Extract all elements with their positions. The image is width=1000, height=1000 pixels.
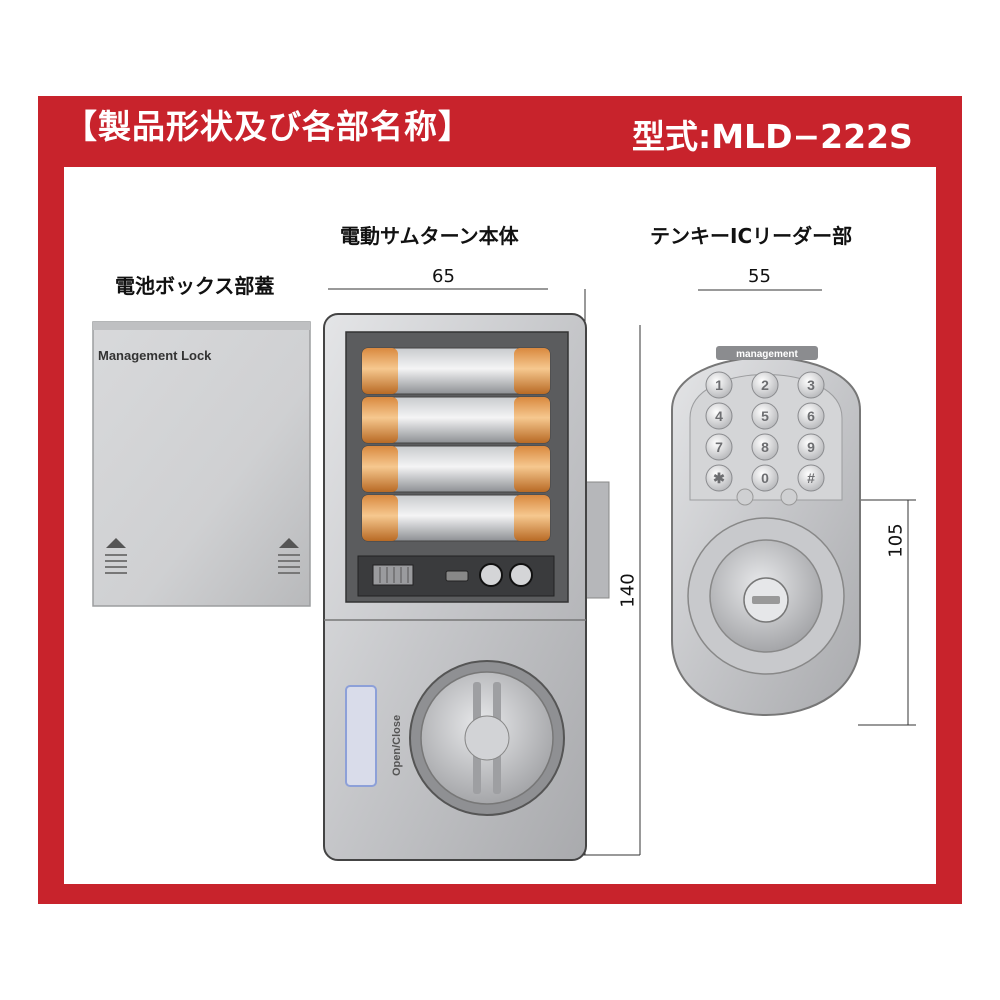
setting-button[interactable] bbox=[479, 563, 503, 587]
setting-button[interactable] bbox=[509, 563, 533, 587]
keypad-key[interactable] bbox=[797, 464, 825, 492]
keypad-key[interactable] bbox=[705, 371, 733, 399]
reader-brand-text: management bbox=[736, 349, 798, 360]
arrow-up-icon bbox=[279, 538, 299, 548]
battery-cover-label: 電池ボックス部蓋 bbox=[115, 274, 275, 298]
keypad-key-label: 0 bbox=[761, 470, 769, 486]
keypad-key-label: 3 bbox=[807, 377, 815, 393]
battery-stack bbox=[361, 347, 551, 542]
keypad-key-label: 1 bbox=[715, 377, 723, 393]
keypad-key-label: 7 bbox=[715, 439, 723, 455]
thumb-turn-body bbox=[323, 313, 610, 861]
indicator-led bbox=[780, 488, 798, 506]
keypad-key-label: 9 bbox=[807, 439, 815, 455]
battery bbox=[361, 494, 551, 542]
page-title: 【製品形状及び各部名称】 bbox=[64, 107, 472, 146]
keypad-key-label: 6 bbox=[807, 408, 815, 424]
keypad-key-label: # bbox=[807, 470, 815, 486]
keypad-key[interactable] bbox=[705, 464, 733, 492]
dip-switch[interactable] bbox=[372, 564, 414, 586]
open-close-button[interactable] bbox=[345, 685, 377, 787]
keypad-key-label: 8 bbox=[761, 439, 769, 455]
keypad-key[interactable] bbox=[705, 433, 733, 461]
keypad-key[interactable] bbox=[797, 433, 825, 461]
keypad-key[interactable] bbox=[705, 402, 733, 430]
keypad-key[interactable] bbox=[797, 371, 825, 399]
cover-brand-text: Management Lock bbox=[98, 348, 212, 363]
battery bbox=[361, 347, 551, 395]
keypad-key-label: 5 bbox=[761, 408, 769, 424]
keypad-key-label: 4 bbox=[715, 408, 723, 424]
keypad-key[interactable] bbox=[751, 464, 779, 492]
keypad: 1 2 3 4 5 6 7 8 9 ✱ 0 # bbox=[705, 371, 825, 492]
arrow-up-icon bbox=[106, 538, 126, 548]
usb-port[interactable] bbox=[445, 570, 469, 582]
keypad-reader bbox=[671, 346, 861, 716]
battery bbox=[361, 445, 551, 493]
battery-cover bbox=[92, 321, 311, 607]
battery bbox=[361, 396, 551, 444]
open-close-label: Open/Close bbox=[391, 715, 403, 776]
keypad-key[interactable] bbox=[797, 402, 825, 430]
keypad-key[interactable] bbox=[751, 433, 779, 461]
keypad-reader-label: テンキーICリーダー部 bbox=[650, 224, 853, 248]
body-width-dimension: 65 bbox=[432, 266, 455, 287]
thumb-turn-knob[interactable] bbox=[409, 660, 565, 816]
thumb-turn-body-label: 電動サムターン本体 bbox=[340, 224, 519, 248]
reader-width-dimension: 55 bbox=[748, 266, 771, 287]
model-number: 型式:MLD−222S bbox=[632, 117, 913, 156]
keypad-key[interactable] bbox=[751, 402, 779, 430]
indicator-led bbox=[736, 488, 754, 506]
keypad-key[interactable] bbox=[751, 371, 779, 399]
keypad-key-label: 2 bbox=[761, 377, 769, 393]
reader-brand-plate bbox=[716, 346, 818, 360]
keypad-key-label: ✱ bbox=[713, 470, 725, 486]
